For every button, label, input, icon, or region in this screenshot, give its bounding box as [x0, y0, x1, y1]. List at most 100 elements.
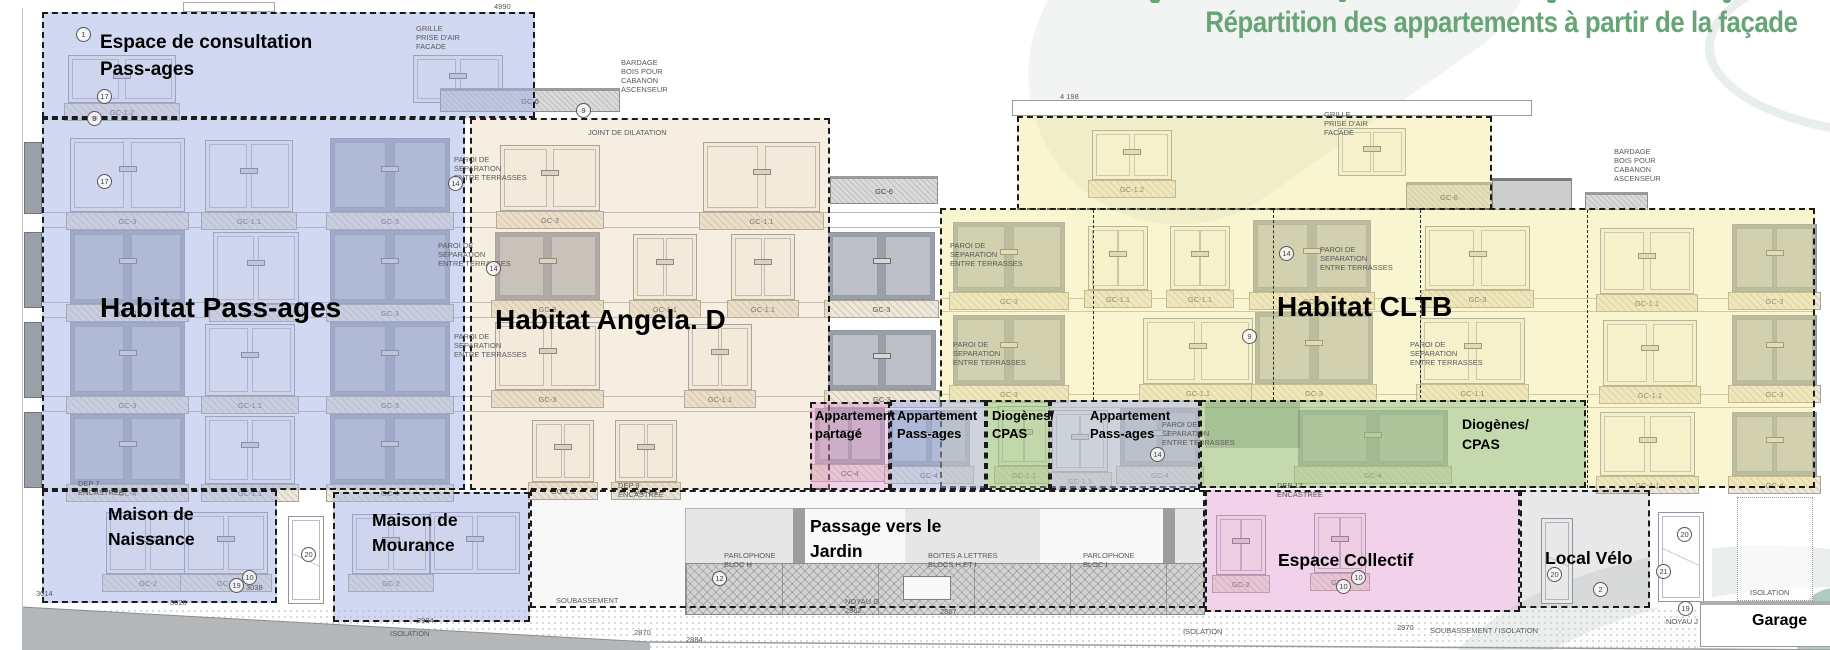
annotation: DEP 12 ENCASTREE	[1277, 481, 1323, 499]
zone-diogenes-cpas-2	[1200, 400, 1586, 488]
window	[1255, 312, 1373, 384]
annotation: 2994	[417, 616, 434, 625]
window-pane	[1200, 230, 1226, 286]
balcony-sill: GC-1.1	[1596, 294, 1698, 312]
annotation: PARLOPHONE BLOC I	[1083, 551, 1135, 569]
window-vent	[1363, 146, 1381, 153]
window-vent	[1638, 253, 1656, 260]
balcony-sill: GC-4	[1728, 476, 1821, 494]
window	[1216, 515, 1266, 575]
gc-label: GC-3	[1000, 389, 1018, 399]
window	[1425, 226, 1530, 290]
window-vent	[1638, 436, 1657, 443]
reference-circle: 10	[242, 570, 257, 585]
window-pane	[1776, 228, 1813, 288]
annotation: 4990	[494, 2, 511, 11]
reference-circle: 21	[1656, 564, 1671, 579]
window	[1298, 410, 1448, 466]
annotation: 2884	[686, 635, 703, 644]
annotation: PAROI DE SEPARATION ENTRE TERRASSES	[1320, 245, 1393, 272]
window-pane	[957, 319, 1006, 381]
window-vent	[1364, 431, 1382, 438]
window-pane	[1424, 322, 1470, 380]
window	[828, 330, 936, 390]
window-vent	[1468, 250, 1487, 257]
balcony-sill: GC-1.1	[727, 300, 799, 318]
balcony-sill: GC-4	[1294, 466, 1452, 484]
reference-circle: 2	[1593, 582, 1608, 597]
gc-label: GC-4	[841, 468, 859, 478]
window-pane	[1649, 232, 1690, 290]
window	[815, 408, 885, 464]
cropped-title-fragment	[1339, 0, 1346, 2]
balcony-sill: GC-3	[1251, 384, 1377, 402]
reference-circle: 19	[1678, 601, 1693, 616]
annotation: PAROI DE SEPARATION ENTRE TERRASSES	[454, 155, 527, 182]
reference-circle: 10	[1336, 579, 1351, 594]
zone-diogenes-cpas-1	[986, 400, 1050, 490]
gc-label: GC-3	[1303, 296, 1321, 306]
gc-label: GC-3	[872, 304, 891, 314]
window-pane	[1133, 134, 1168, 176]
gc-label: GC-3	[1000, 296, 1018, 306]
window-vent	[1191, 250, 1209, 257]
window-pane	[1317, 316, 1369, 380]
annotation: NOYAU G 2962	[845, 597, 880, 615]
annotation: PAROI DE SEPARATION ENTRE TERRASSES	[953, 340, 1026, 367]
window	[953, 315, 1065, 385]
gc-label: GC-1.1	[749, 216, 774, 226]
reference-circle: 9	[1242, 329, 1257, 344]
window-pane	[1318, 517, 1340, 569]
window-pane	[1002, 410, 1024, 462]
window-pane	[637, 238, 665, 296]
balcony-sill: GC-3	[491, 300, 604, 318]
window	[1143, 318, 1253, 384]
window	[633, 234, 697, 300]
window-vent	[554, 443, 572, 450]
window	[532, 420, 594, 482]
window-pane	[884, 236, 931, 296]
gc-label: GC-6	[1440, 192, 1458, 202]
gc-label: GC-1.1	[1011, 470, 1037, 480]
zone-appartement-pass-ages-1	[890, 400, 986, 490]
reference-circle: 20	[301, 547, 316, 562]
reference-circle: 10	[1351, 570, 1366, 585]
annotation: NOYAU J	[1666, 617, 1698, 626]
window-pane	[763, 238, 791, 296]
gc-label: GC-3	[1305, 388, 1323, 398]
window-vent	[1000, 248, 1018, 255]
window-vent	[872, 258, 891, 265]
annotation: PAROI DE SEPARATION ENTRE TERRASSES	[950, 241, 1023, 268]
annotation: BARDAGE BOIS POUR CABANON ASCENSEUR	[1614, 147, 1661, 183]
zone-habitat-angela-d	[470, 118, 830, 490]
zone-label-app-passages-1: Appartement Pass-ages	[897, 408, 978, 442]
window-vent	[752, 168, 771, 175]
window	[1732, 412, 1817, 476]
window-vent	[538, 348, 557, 355]
door	[1541, 518, 1573, 604]
gc-label: GC-6	[875, 186, 893, 196]
window	[1088, 226, 1148, 290]
gc-label: GC-1.1	[1634, 298, 1660, 308]
annotation: 4 198	[1060, 92, 1079, 101]
zone-garage	[1700, 601, 1830, 647]
cropped-title-fragment	[1547, 0, 1556, 3]
gc-label: GC-3	[1765, 296, 1784, 306]
balcony-profile-block	[24, 232, 42, 308]
window	[828, 232, 935, 300]
window	[1092, 130, 1172, 180]
window-pane	[1604, 232, 1645, 290]
zone-label-app-partage: Appartement partagé	[815, 408, 896, 442]
window-pane	[1429, 230, 1475, 286]
zone-label-habitat-passages: Habitat Pass-ages	[100, 292, 342, 323]
window-pane	[832, 236, 879, 296]
reference-circle: 9	[576, 103, 591, 118]
window-pane	[1736, 416, 1773, 472]
window-pane	[1012, 226, 1061, 288]
zone-divider	[1273, 210, 1274, 400]
balcony-sill: GC-2	[1212, 575, 1270, 593]
gc-label: GC-3	[873, 394, 891, 404]
letterbox-panel	[903, 576, 951, 600]
window-pane	[646, 424, 673, 478]
